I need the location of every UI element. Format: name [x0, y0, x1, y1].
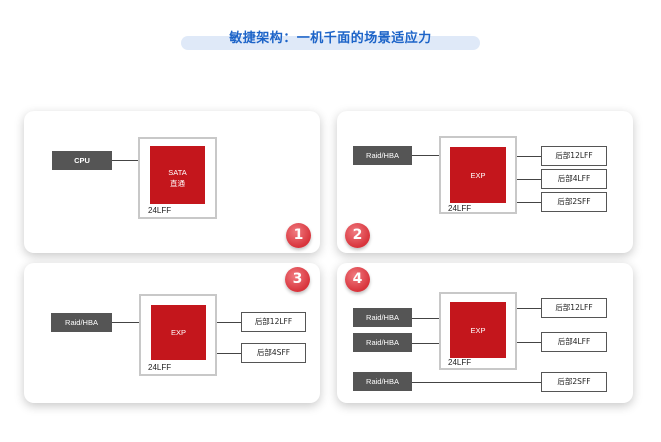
connector-line [112, 160, 138, 161]
rear-drive-box: 后部4LFF [541, 169, 607, 189]
connector-line [217, 322, 241, 323]
connector-line [517, 308, 541, 309]
chip-label-line2: 直通 [170, 179, 185, 188]
chip-label: EXP [470, 326, 486, 335]
host-box-raid-hba: Raid/HBA [353, 308, 412, 327]
rear-drive-box: 后部2SFF [541, 192, 607, 212]
host-box-raid-hba: Raid/HBA [353, 146, 412, 165]
panel-scenario-2: Raid/HBA EXP 24LFF 后部12LFF 后部4LFF 后部2SFF… [337, 111, 633, 253]
rear-drive-box: 后部4SFF [241, 343, 306, 363]
front-drive-label: 24LFF [148, 206, 172, 215]
connector-line [517, 342, 541, 343]
connector-line [517, 179, 541, 180]
expander-chip: EXP [450, 147, 506, 203]
page-title: 敏捷架构：一机千面的场景适应力 [229, 31, 432, 46]
connector-line [517, 202, 541, 203]
host-box-raid-hba: Raid/HBA [353, 372, 412, 391]
expander-chip: EXP [450, 302, 506, 358]
connector-line [517, 156, 541, 157]
chip-label: EXP [470, 171, 486, 180]
connector-line [412, 155, 439, 156]
rear-drive-box: 后部12LFF [541, 298, 607, 318]
scenario-badge: 4 [345, 267, 370, 292]
rear-drive-box: 后部12LFF [241, 312, 306, 332]
rear-drive-box: 后部4LFF [541, 332, 607, 352]
front-drive-label: 24LFF [148, 363, 172, 372]
scenario-badge: 2 [345, 223, 370, 248]
connector-line [217, 353, 241, 354]
panel-scenario-4: Raid/HBA Raid/HBA Raid/HBA EXP 24LFF 后部1… [337, 263, 633, 403]
connector-line [412, 343, 439, 344]
rear-drive-box: 后部12LFF [541, 146, 607, 166]
connector-line [412, 382, 541, 383]
connector-line [412, 318, 439, 319]
title-highlight-bar [181, 36, 480, 50]
front-drive-label: 24LFF [448, 204, 472, 213]
expander-chip: EXP [151, 305, 206, 360]
connector-line [112, 322, 139, 323]
sata-direct-chip: SATA 直通 [150, 146, 205, 204]
chip-label: EXP [170, 328, 186, 337]
scenario-badge: 1 [286, 223, 311, 248]
front-drive-label: 24LFF [448, 358, 472, 367]
panel-scenario-3: Raid/HBA EXP 24LFF 后部12LFF 后部4SFF 3 [24, 263, 320, 403]
rear-drive-box: 后部2SFF [541, 372, 607, 392]
host-box-raid-hba: Raid/HBA [51, 313, 112, 332]
host-box-raid-hba: Raid/HBA [353, 333, 412, 352]
host-box-cpu: CPU [52, 151, 112, 170]
scenario-badge: 3 [285, 267, 310, 292]
chip-label-line1: SATA [168, 168, 187, 177]
panel-scenario-1: CPU SATA 直通 24LFF 1 [24, 111, 320, 253]
